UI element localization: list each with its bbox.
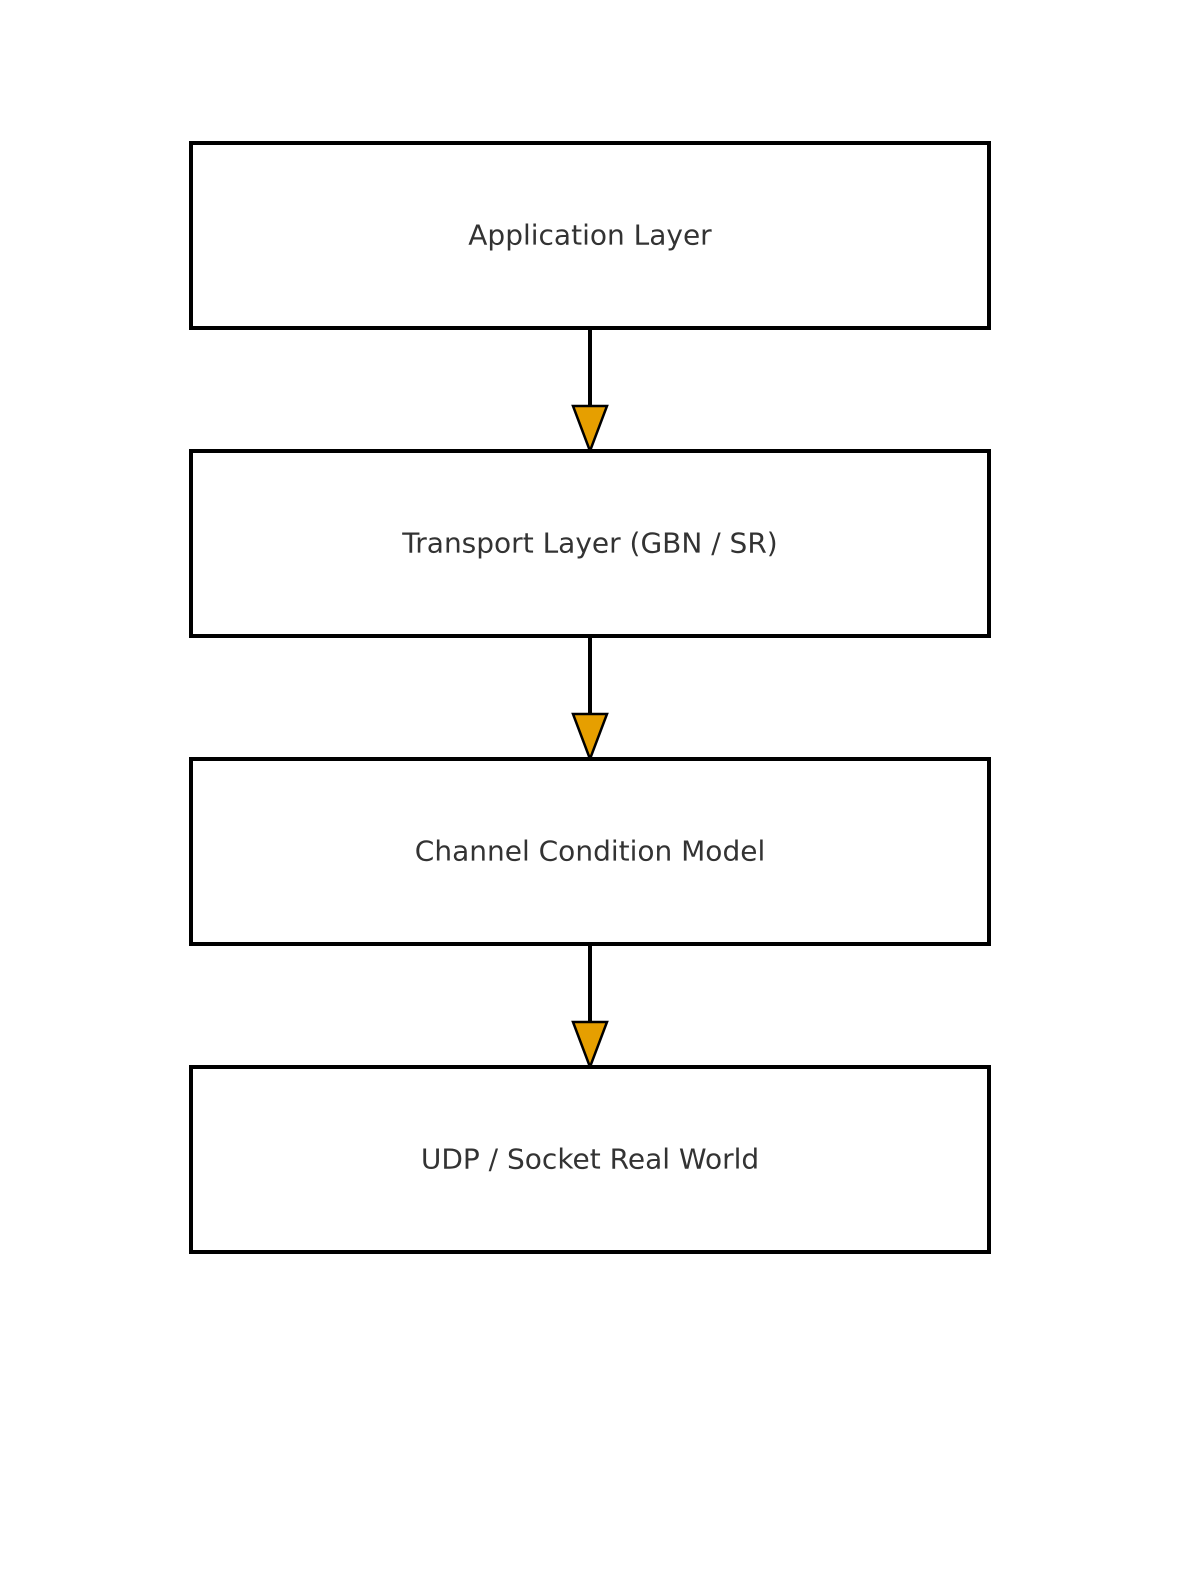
layer-transport: Transport Layer (GBN / SR) <box>189 449 991 638</box>
layer-box <box>189 757 991 946</box>
arrow-down-icon <box>571 712 609 763</box>
layer-application: Application Layer <box>189 141 991 330</box>
layer-label: UDP / Socket Real World <box>421 1143 759 1176</box>
layer-label: Application Layer <box>468 219 712 252</box>
layer-udp-socket: UDP / Socket Real World <box>189 1065 991 1254</box>
layer-box <box>189 1065 991 1254</box>
layer-label: Transport Layer (GBN / SR) <box>401 527 777 560</box>
arrow-down-connector <box>571 944 609 1071</box>
layer-box <box>189 449 991 638</box>
layer-label: Channel Condition Model <box>415 835 765 868</box>
arrow-down-icon <box>571 1020 609 1071</box>
layer-box <box>189 141 991 330</box>
arrow-down-connector <box>571 636 609 763</box>
arrow-down-connector <box>571 328 609 455</box>
arrow-down-icon <box>571 404 609 455</box>
layer-channel-condition-model: Channel Condition Model <box>189 757 991 946</box>
